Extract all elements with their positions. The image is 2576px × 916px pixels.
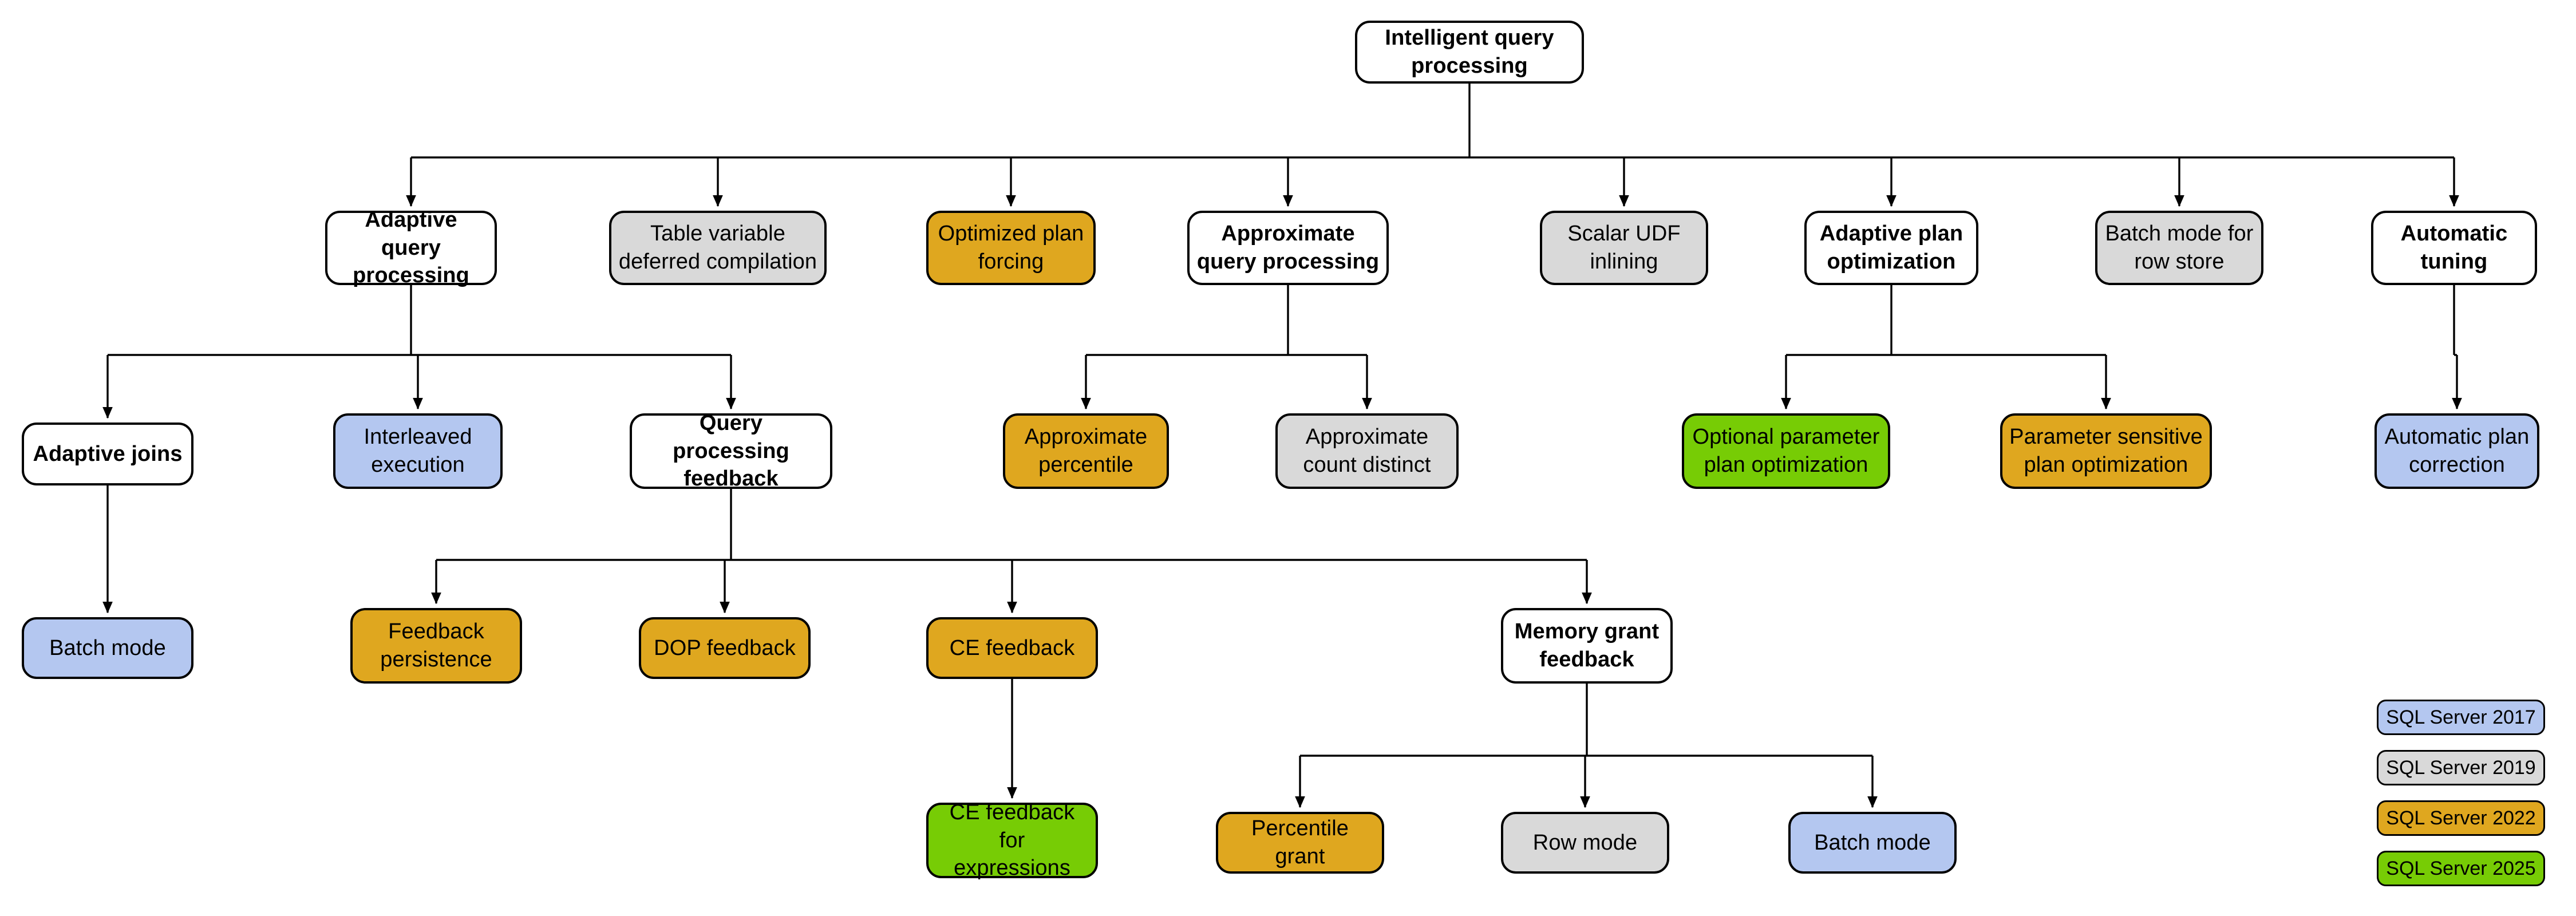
node-mgf[interactable]: Memory grant feedback [1501,608,1673,684]
node-batchmode1[interactable]: Batch mode [22,617,193,679]
node-pspo[interactable]: Parameter sensitive plan optimization [2000,413,2212,489]
node-adaptjoins[interactable]: Adaptive joins [22,423,193,485]
node-root[interactable]: Intelligent query processing [1355,21,1584,84]
node-fbpersist[interactable]: Feedback persistence [350,608,522,684]
node-oppo[interactable]: Optional parameter plan optimization [1682,413,1890,489]
node-cefbexpr[interactable]: CE feedback for expressions [926,800,1098,880]
node-approxpct[interactable]: Approximate percentile [1003,413,1169,489]
node-cefb[interactable]: CE feedback [926,617,1098,679]
node-apc[interactable]: Automatic plan correction [2374,413,2539,489]
legend-item-sql-server-2017: SQL Server 2017 [2377,700,2545,735]
node-approxcd[interactable]: Approximate count distinct [1275,413,1459,489]
node-autotune[interactable]: Automatic tuning [2371,211,2537,285]
legend-item-sql-server-2022: SQL Server 2022 [2377,800,2545,836]
legend-item-sql-server-2019: SQL Server 2019 [2377,750,2545,785]
node-approxqp[interactable]: Approximate query processing [1187,211,1389,285]
node-apo[interactable]: Adaptive plan optimization [1804,211,1978,285]
node-interleaved[interactable]: Interleaved execution [333,413,503,489]
node-pctgrant[interactable]: Percentile grant [1216,812,1384,874]
node-dopfb[interactable]: DOP feedback [639,617,811,679]
legend-item-sql-server-2025: SQL Server 2025 [2377,851,2545,886]
node-qpfeedback[interactable]: Query processing feedback [630,411,832,491]
node-aqp[interactable]: Adaptive query processing [325,208,497,287]
node-tvdc[interactable]: Table variable deferred compilation [609,211,827,285]
node-bmrs[interactable]: Batch mode for row store [2095,211,2263,285]
node-rowmode[interactable]: Row mode [1501,812,1669,874]
node-batchmode2[interactable]: Batch mode [1788,812,1957,874]
node-sudf[interactable]: Scalar UDF inlining [1540,211,1708,285]
node-opf[interactable]: Optimized plan forcing [926,211,1096,285]
